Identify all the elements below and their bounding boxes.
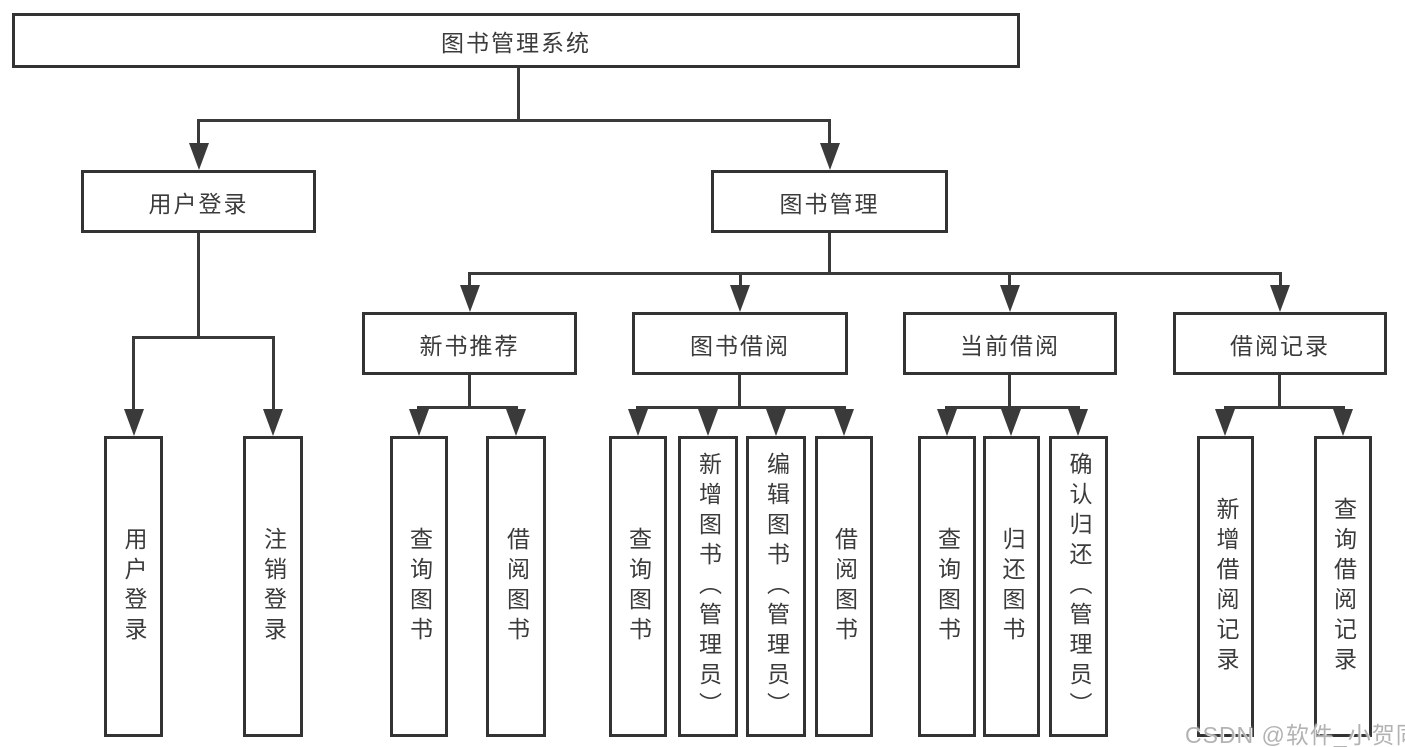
leaf-add-borrow-record: 新增借阅记录: [1197, 436, 1254, 737]
connector-arrow: [263, 409, 283, 436]
leaf-label: 归还图书: [999, 526, 1025, 647]
connector-line: [738, 375, 741, 408]
leaf-label: 用户登录: [121, 526, 147, 647]
leaf-logout: 注销登录: [243, 436, 303, 737]
connector-arrow: [1215, 409, 1235, 436]
connector-arrow: [1333, 409, 1353, 436]
connector-line: [197, 233, 200, 338]
leaf-query-books-borrow: 查询图书: [609, 436, 667, 737]
leaf-query-borrow-record: 查询借阅记录: [1314, 436, 1372, 737]
connector-arrow: [937, 409, 957, 436]
connector-line: [468, 272, 1282, 275]
connector-line: [828, 119, 831, 145]
leaf-add-book-admin: 新增图书（管理员）: [678, 436, 738, 737]
node-label: 借阅记录: [1230, 332, 1330, 359]
connector-line: [132, 336, 275, 339]
leaf-label: 编辑图书（管理员）: [763, 451, 790, 722]
leaf-label: 新增借阅记录: [1213, 496, 1239, 677]
leaf-label: 确认归还（管理员）: [1066, 451, 1092, 722]
connector-arrow: [628, 409, 648, 436]
connector-line: [1008, 272, 1011, 287]
connector-arrow: [189, 143, 209, 170]
leaf-borrow-books: 借阅图书: [815, 436, 873, 737]
connector-arrow: [1270, 285, 1290, 312]
connector-arrow: [460, 285, 480, 312]
connector-arrow: [820, 143, 840, 170]
leaf-user-login: 用户登录: [104, 436, 163, 737]
node-book-borrow: 图书借阅: [632, 312, 848, 375]
leaf-return-book: 归还图书: [983, 436, 1040, 737]
leaf-label: 查询图书: [625, 526, 652, 647]
connector-arrow: [698, 409, 718, 436]
leaf-confirm-return-admin: 确认归还（管理员）: [1049, 436, 1108, 737]
connector-arrow: [1000, 285, 1020, 312]
connector-line: [828, 233, 831, 274]
leaf-label: 注销登录: [260, 526, 287, 647]
connector-arrow: [834, 409, 854, 436]
connector-arrow: [730, 285, 750, 312]
connector-line: [468, 272, 471, 287]
connector-arrow: [766, 409, 786, 436]
leaf-label: 借阅图书: [831, 526, 858, 647]
connector-line: [517, 68, 520, 122]
node-label: 新书推荐: [419, 332, 520, 359]
connector-line: [1279, 272, 1282, 287]
leaf-label: 查询图书: [934, 526, 961, 647]
connector-line: [1008, 375, 1011, 408]
connector-line: [197, 119, 200, 145]
connector-line: [636, 406, 846, 409]
connector-line: [1278, 375, 1281, 408]
node-label: 图书管理系统: [441, 29, 591, 56]
node-label: 图书管理: [779, 190, 880, 217]
leaf-query-books-current: 查询图书: [918, 436, 976, 737]
connector-line: [132, 336, 135, 411]
leaf-label: 借阅图书: [503, 526, 530, 647]
leaf-label: 查询图书: [406, 526, 433, 647]
connector-arrow: [409, 409, 429, 436]
node-book-management: 图书管理: [711, 170, 948, 233]
connector-arrow: [1068, 409, 1088, 436]
connector-arrow: [1001, 409, 1021, 436]
leaf-edit-book-admin: 编辑图书（管理员）: [746, 436, 806, 737]
leaf-borrow-books-recommend: 借阅图书: [486, 436, 546, 737]
node-current-borrow: 当前借阅: [903, 312, 1117, 375]
connector-arrow: [506, 409, 526, 436]
connector-arrow: [124, 409, 144, 436]
node-root: 图书管理系统: [12, 13, 1020, 68]
connector-line: [468, 375, 471, 408]
connector-line: [272, 336, 275, 411]
connector-line: [197, 119, 831, 122]
connector-line: [417, 406, 518, 409]
connector-line: [739, 272, 742, 287]
leaf-label: 新增图书（管理员）: [695, 451, 722, 722]
node-label: 用户登录: [148, 190, 249, 217]
node-label: 图书借阅: [690, 332, 790, 359]
node-new-book-recommend: 新书推荐: [362, 312, 577, 375]
node-user-login: 用户登录: [81, 170, 316, 233]
leaf-label: 查询借阅记录: [1330, 496, 1357, 677]
node-borrow-records: 借阅记录: [1173, 312, 1387, 375]
connector-line: [1224, 406, 1345, 409]
watermark: CSDN @软件_小贺同学: [1185, 722, 1405, 747]
node-label: 当前借阅: [960, 332, 1060, 359]
leaf-query-books-recommend: 查询图书: [390, 436, 448, 737]
